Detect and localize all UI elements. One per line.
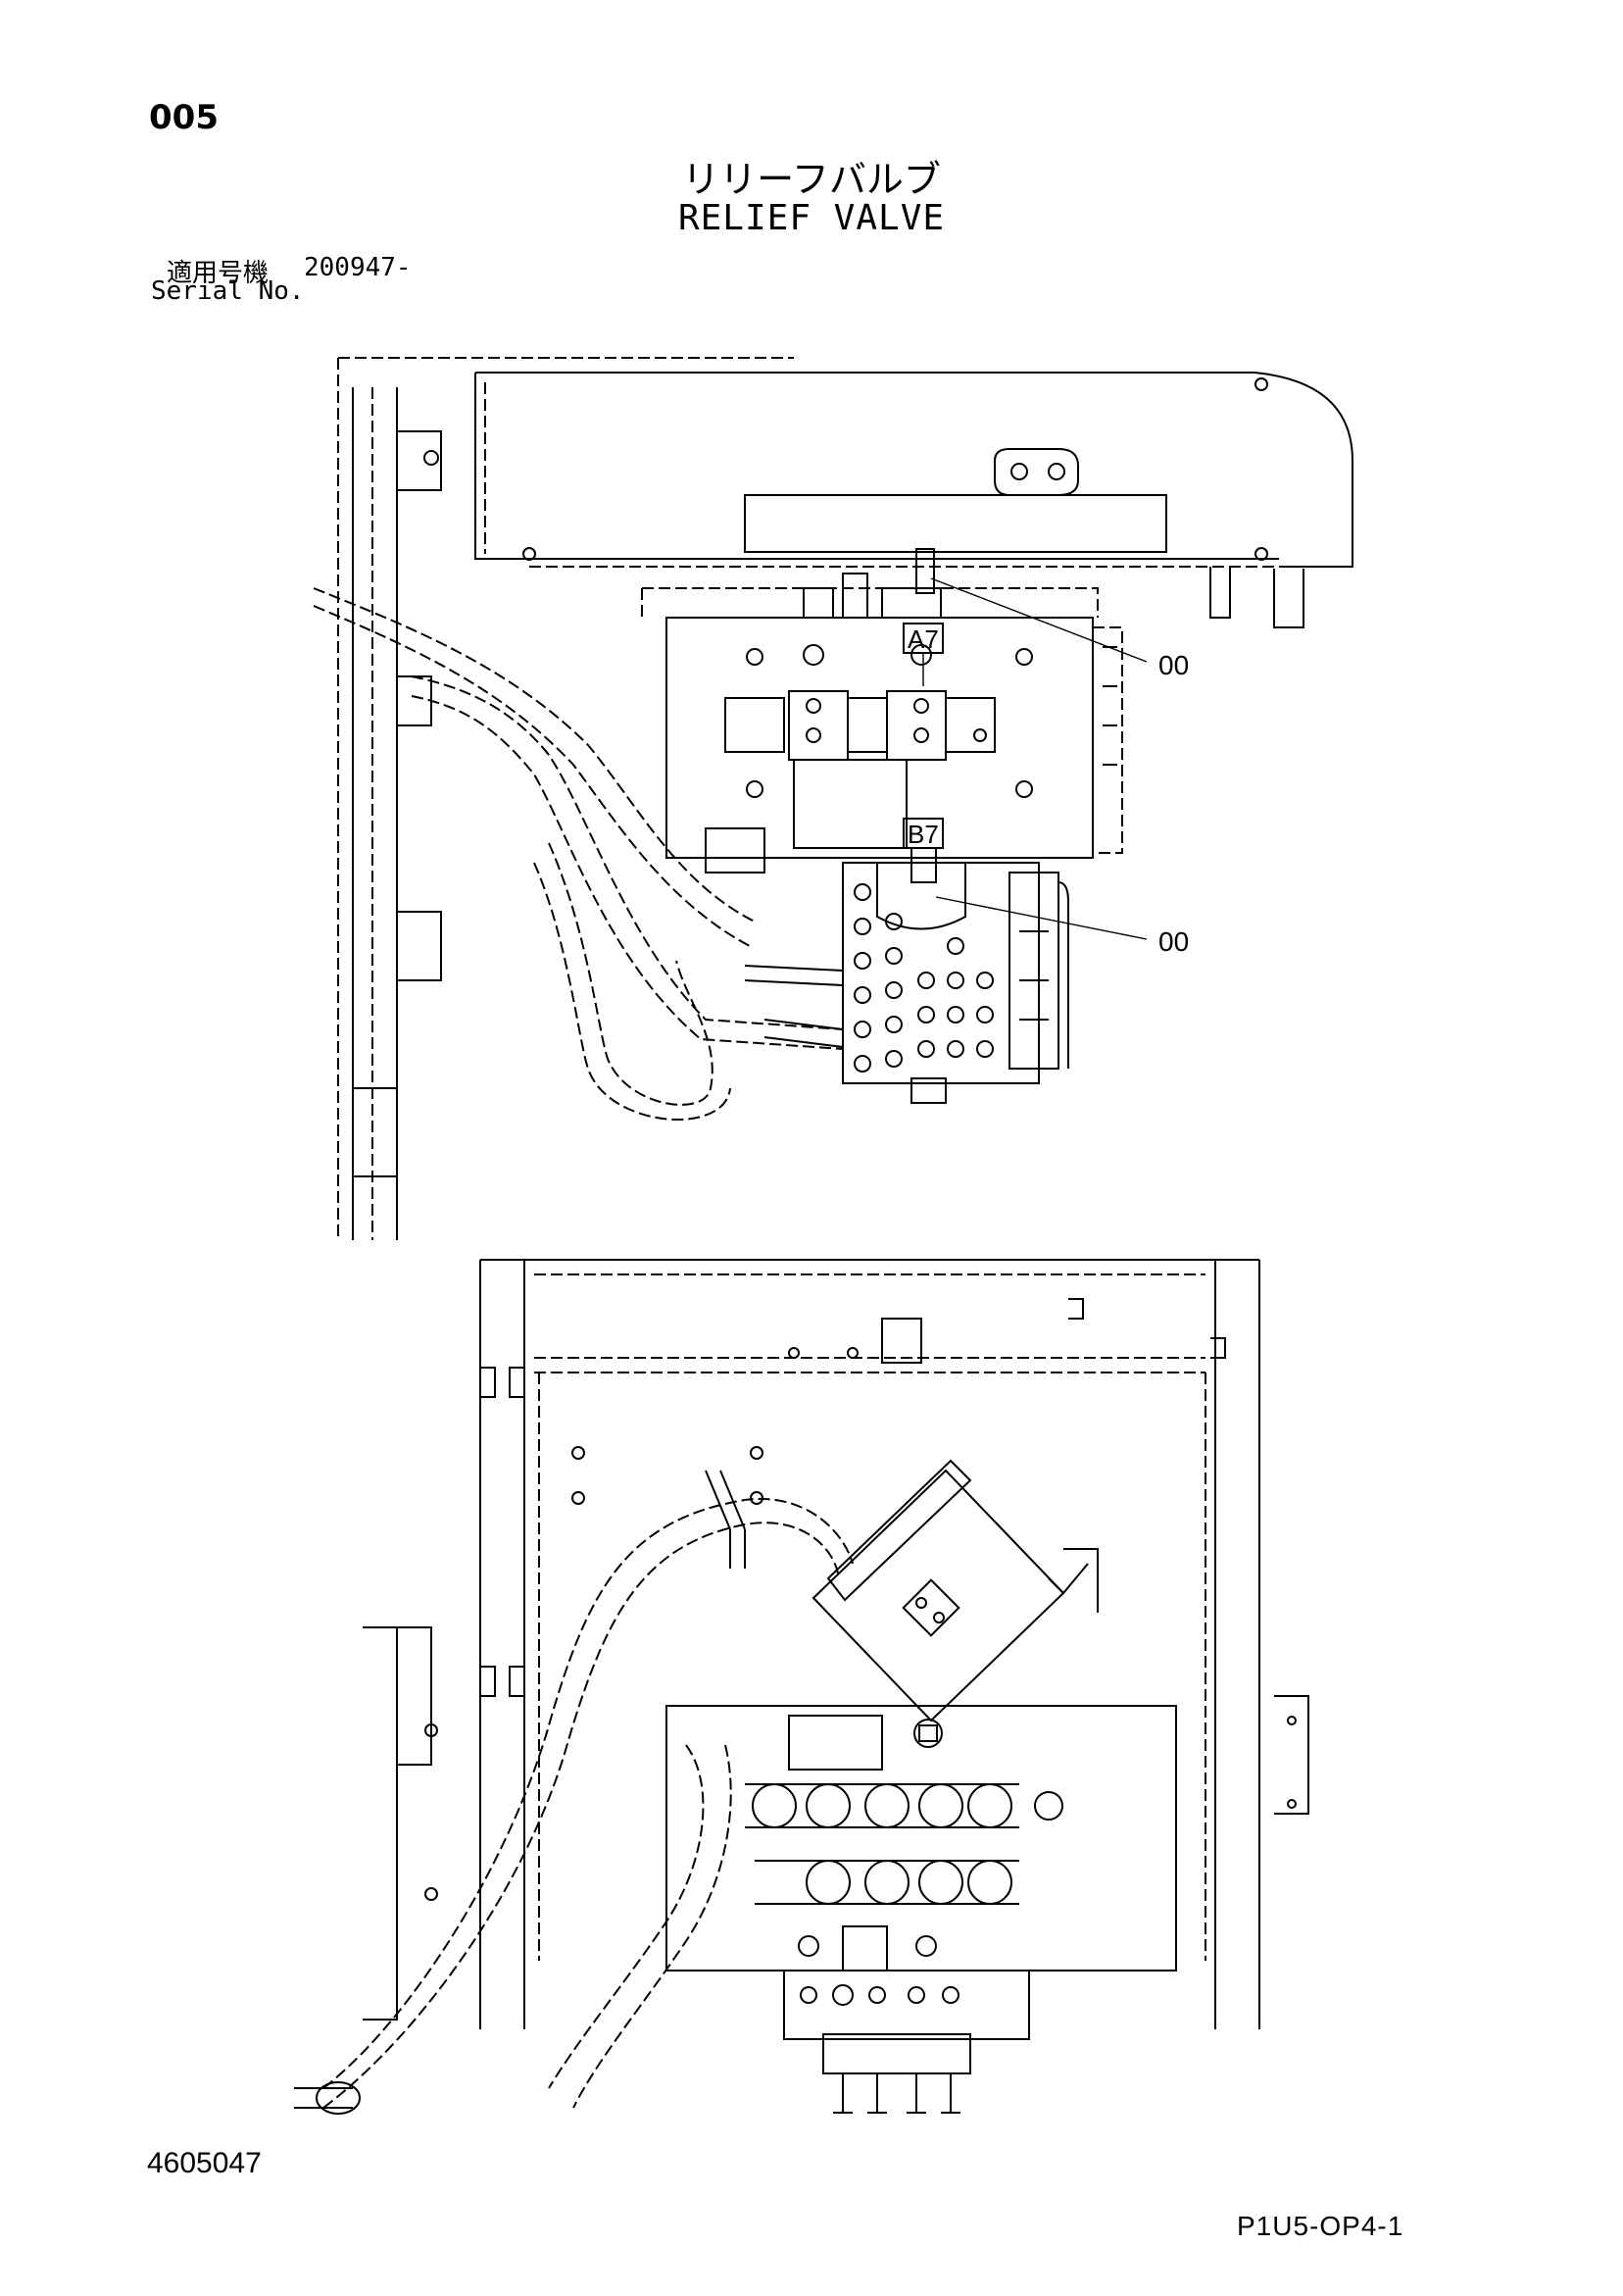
callout-a7: 00: [1158, 650, 1189, 680]
lower-view: [294, 1259, 1309, 2115]
spool-row-upper: [752, 1783, 1012, 1828]
callout-b7: 00: [1158, 926, 1189, 957]
spool-row-lower: [806, 1860, 1012, 1905]
port-label-b7: B7: [908, 820, 939, 849]
title-japanese: リリーフバルブ: [682, 158, 941, 201]
sheet-id: P1U5-OP4-1: [1237, 2211, 1404, 2241]
fitting-cluster: [854, 883, 994, 1073]
port-label-a7: A7: [908, 624, 939, 654]
serial-label-japanese: 適用号機: [167, 259, 270, 288]
page-number: 005: [149, 98, 219, 137]
title-english: RELIEF VALVE: [677, 198, 946, 238]
upper-view: A7 B7 00 00: [313, 357, 1353, 1240]
serial-number: 200947-: [304, 253, 412, 282]
serial-label-english: Serial No.: [151, 276, 305, 306]
drawing-number: 4605047: [147, 2147, 262, 2179]
